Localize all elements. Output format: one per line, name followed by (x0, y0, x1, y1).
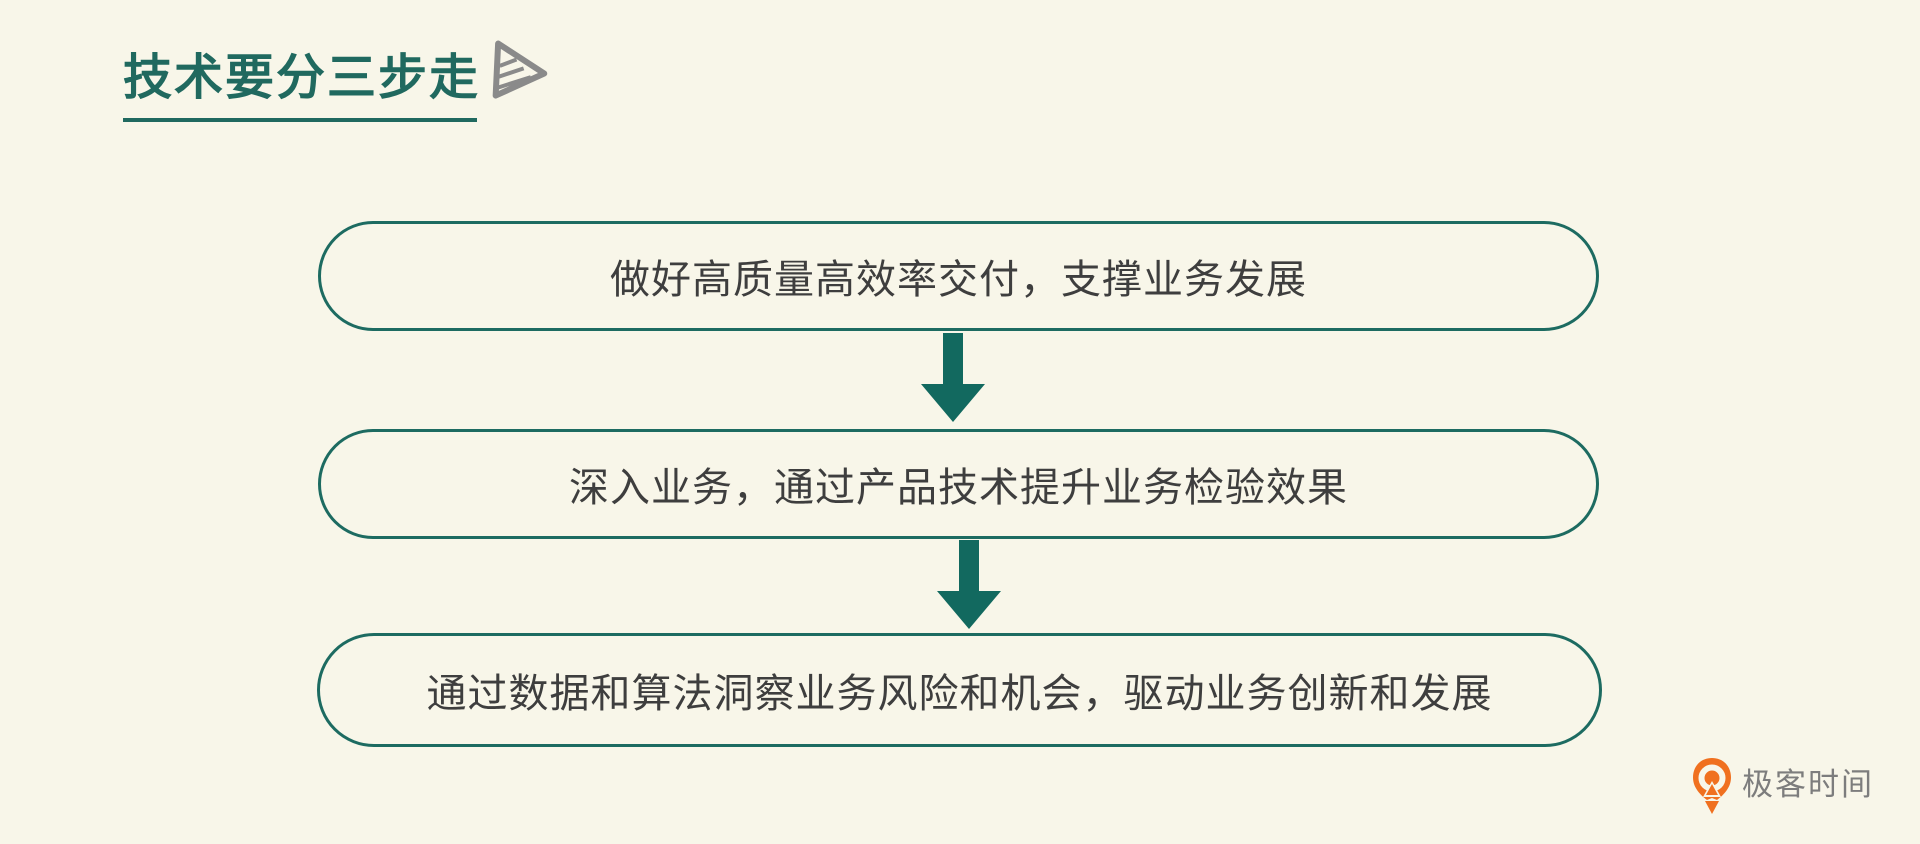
brand-logo-text: 极客时间 (1742, 767, 1874, 802)
play-triangle-sketch-icon (484, 37, 557, 113)
brand-footer: 极客时间 (1692, 757, 1874, 820)
flow-step-1-label: 做好高质量高效率交付，支撑业务发展 (610, 258, 1307, 302)
down-arrow-icon (936, 540, 1002, 635)
flow-step-1: 做好高质量高效率交付，支撑业务发展 (318, 221, 1599, 331)
flow-step-3-label: 通过数据和算法洞察业务风险和机会，驱动业务创新和发展 (426, 672, 1493, 716)
flow-step-3: 通过数据和算法洞察业务风险和机会，驱动业务创新和发展 (317, 633, 1602, 747)
page-title: 技术要分三步走 (123, 38, 478, 122)
geek-time-pin-icon (1692, 757, 1732, 820)
down-arrow-icon (920, 333, 986, 428)
flow-step-2-label: 深入业务，通过产品技术提升业务检验效果 (569, 466, 1348, 510)
flow-step-2: 深入业务，通过产品技术提升业务检验效果 (318, 429, 1599, 539)
